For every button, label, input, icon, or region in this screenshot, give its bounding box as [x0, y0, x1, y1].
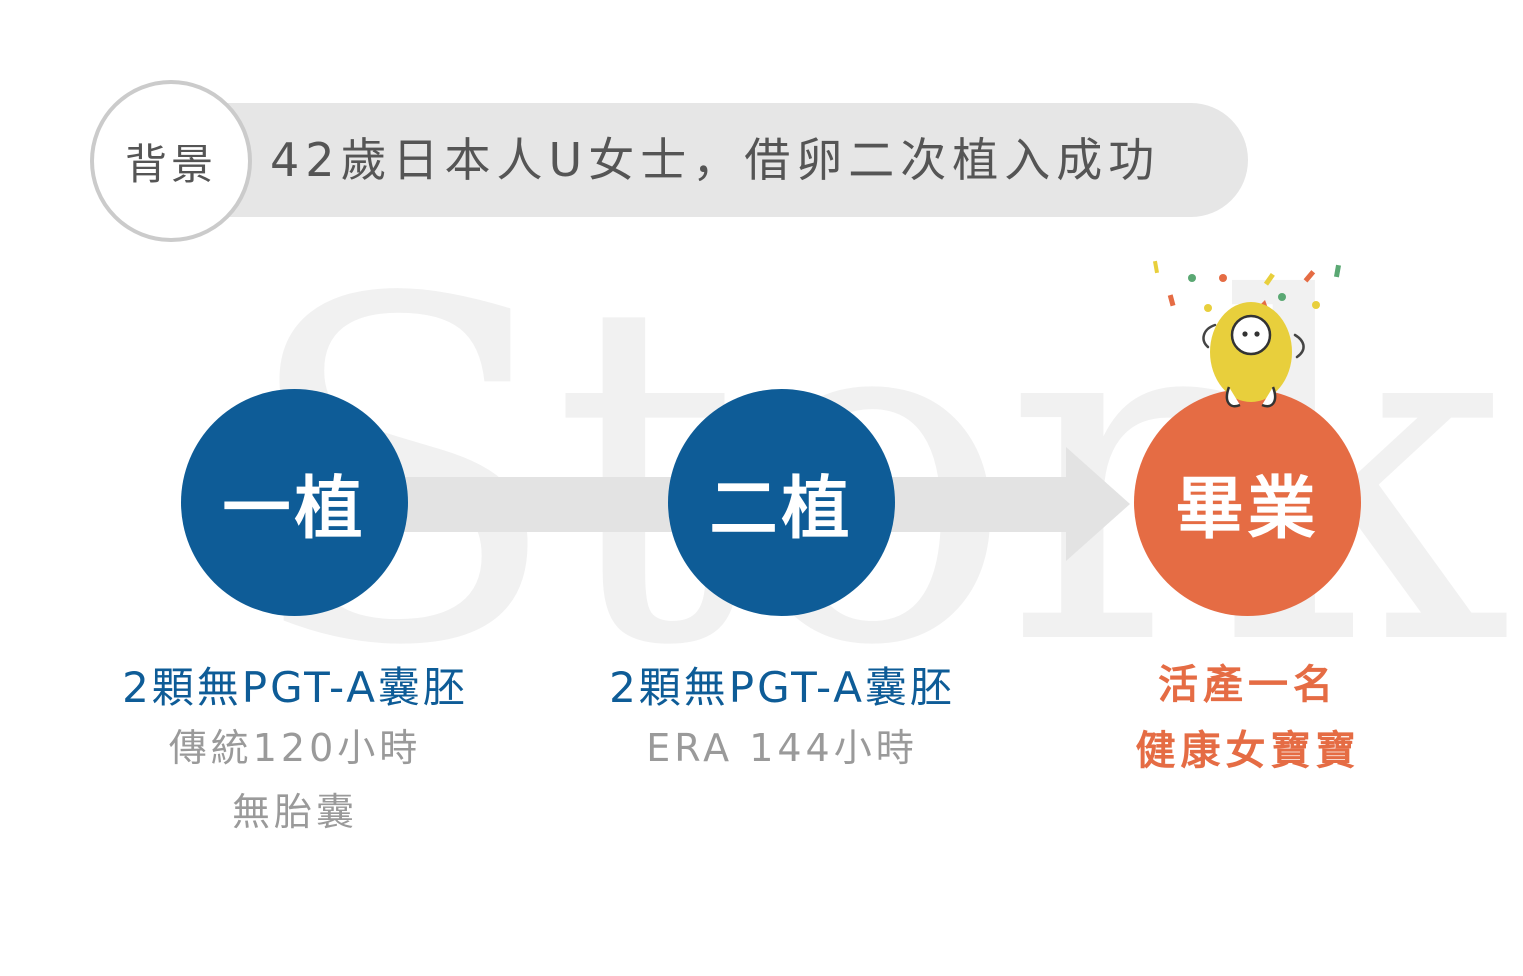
stage-graduation-label: 畢業 [1175, 470, 1320, 549]
stage-second-detail-1: ERA 144小時 [646, 726, 918, 770]
headline-bar [170, 103, 1248, 217]
stage-first-transfer: 一植 [181, 389, 408, 616]
stage-second-embryos: 2顆無PGT-A囊胚 [609, 663, 955, 712]
stage-graduation-caption: 活產一名 健康女寶寶 [1038, 652, 1458, 784]
stage-graduation-detail-1: 活產一名 [1158, 662, 1338, 708]
mascot-egg-icon [1152, 260, 1341, 408]
stage-first-label: 一植 [222, 470, 367, 549]
stage-first-embryos: 2顆無PGT-A囊胚 [122, 663, 468, 712]
stage-second-caption: 2顆無PGT-A囊胚 ERA 144小時 [572, 660, 992, 780]
stage-first-detail-2: 無胎囊 [231, 790, 358, 834]
background-badge: 背景 [90, 80, 252, 242]
stage-first-detail-1: 傳統120小時 [168, 726, 422, 770]
stage-graduation: 畢業 [1134, 389, 1361, 616]
stage-second-label: 二植 [709, 470, 854, 549]
stage-graduation-detail-2: 健康女寶寶 [1135, 728, 1361, 774]
stage-second-transfer: 二植 [668, 389, 895, 616]
headline-text: 42歲日本人U女士，借卵二次植入成功 [270, 133, 1161, 187]
stage-first-caption: 2顆無PGT-A囊胚 傳統120小時 無胎囊 [85, 660, 505, 844]
background-label: 背景 [124, 139, 217, 189]
